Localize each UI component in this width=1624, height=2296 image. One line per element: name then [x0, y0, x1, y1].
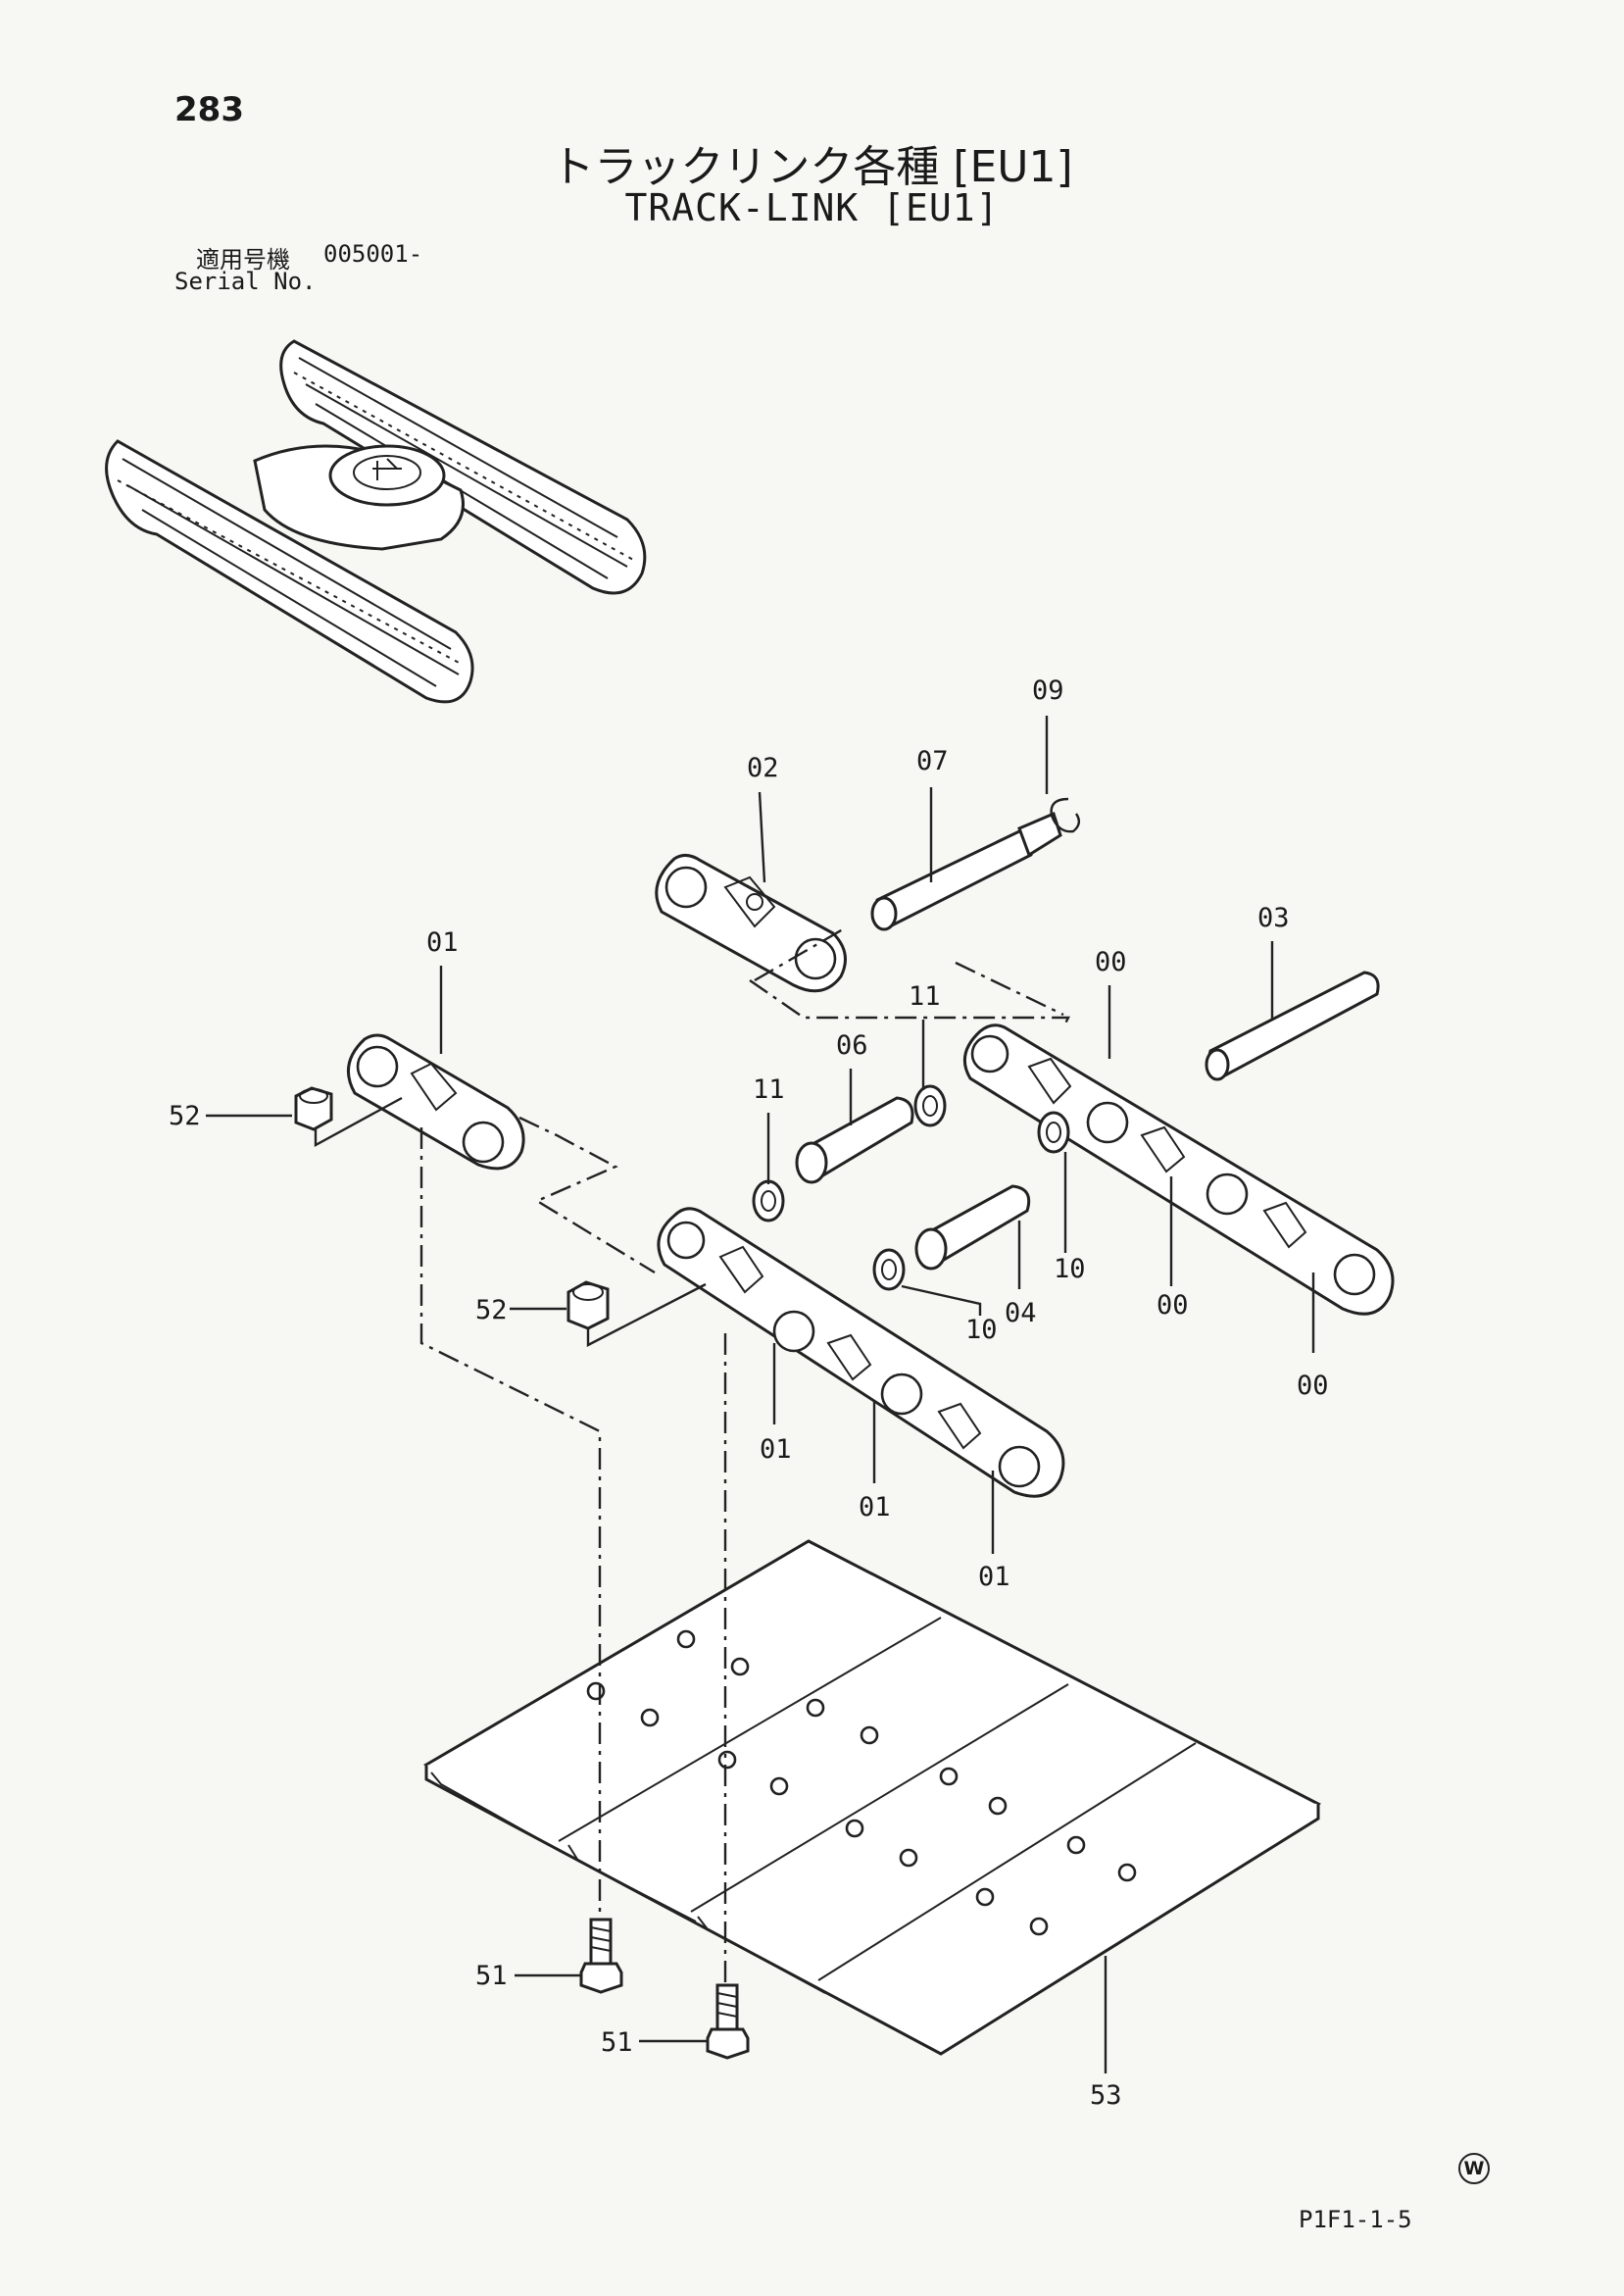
callout-07: 07	[916, 746, 949, 776]
callout-53: 53	[1090, 2080, 1122, 2111]
alignment-lines	[314, 927, 1070, 1985]
serial-value: 005001-	[323, 240, 423, 268]
undercarriage-overview-illustration	[105, 339, 647, 704]
bolt-51-left	[579, 1918, 623, 1994]
link-chain-00	[962, 1023, 1395, 1316]
callout-labels: 09 07 02 03 01 00 11 06 11 52 10 00 52 1…	[169, 675, 1329, 2111]
seal-11-right	[913, 1084, 947, 1127]
page-number: 283	[174, 90, 244, 129]
snap-ring-09	[1050, 797, 1081, 833]
callout-52-upper: 52	[169, 1101, 201, 1131]
callout-03: 03	[1257, 903, 1290, 933]
link-01-upper	[347, 1033, 525, 1171]
callout-01-c: 01	[978, 1562, 1010, 1592]
serial-label-japanese: 適用号機	[196, 246, 290, 274]
callout-51-right: 51	[601, 2027, 633, 2058]
callout-10-right: 10	[1054, 1254, 1086, 1284]
callout-04: 04	[1005, 1298, 1037, 1328]
callout-01-a: 01	[760, 1434, 792, 1465]
corner-mark: W	[1458, 2153, 1490, 2184]
callout-10-left: 10	[965, 1315, 998, 1345]
master-pin-07	[870, 811, 1062, 931]
callout-09: 09	[1032, 675, 1064, 706]
leader-lines	[206, 716, 1315, 2073]
bushing-06	[795, 1096, 914, 1184]
drawing-code: P1F1-1-5	[1299, 2206, 1412, 2233]
serial-label-english: Serial No.	[174, 268, 317, 295]
callout-11-right: 11	[909, 981, 941, 1012]
bushing-04	[914, 1184, 1031, 1271]
callout-02: 02	[747, 753, 779, 783]
callout-00-top: 00	[1095, 947, 1127, 977]
track-shoe-plates-53	[422, 1539, 1322, 2056]
pin-03	[1205, 971, 1380, 1081]
callout-11-left: 11	[753, 1074, 785, 1105]
seal-10-left	[872, 1248, 906, 1291]
title-japanese: トラックリンク各種 [EU1]	[551, 142, 1073, 192]
bolt-51-right	[706, 1983, 750, 2060]
nut-52-lower	[566, 1280, 610, 1330]
title-english: TRACK-LINK [EU1]	[624, 186, 1000, 229]
seal-11-left	[752, 1179, 785, 1223]
callout-52-lower: 52	[475, 1295, 508, 1325]
callout-00-bottom: 00	[1297, 1371, 1329, 1401]
nut-52-upper	[294, 1086, 333, 1131]
callout-51-left: 51	[475, 1961, 508, 1991]
callout-00-middle: 00	[1156, 1290, 1189, 1321]
callout-01-upper: 01	[426, 927, 459, 958]
callout-06: 06	[836, 1030, 868, 1061]
seal-10-right	[1037, 1111, 1070, 1154]
link-chain-01	[657, 1207, 1065, 1498]
master-link-02	[655, 854, 847, 993]
callout-01-b: 01	[859, 1492, 891, 1522]
